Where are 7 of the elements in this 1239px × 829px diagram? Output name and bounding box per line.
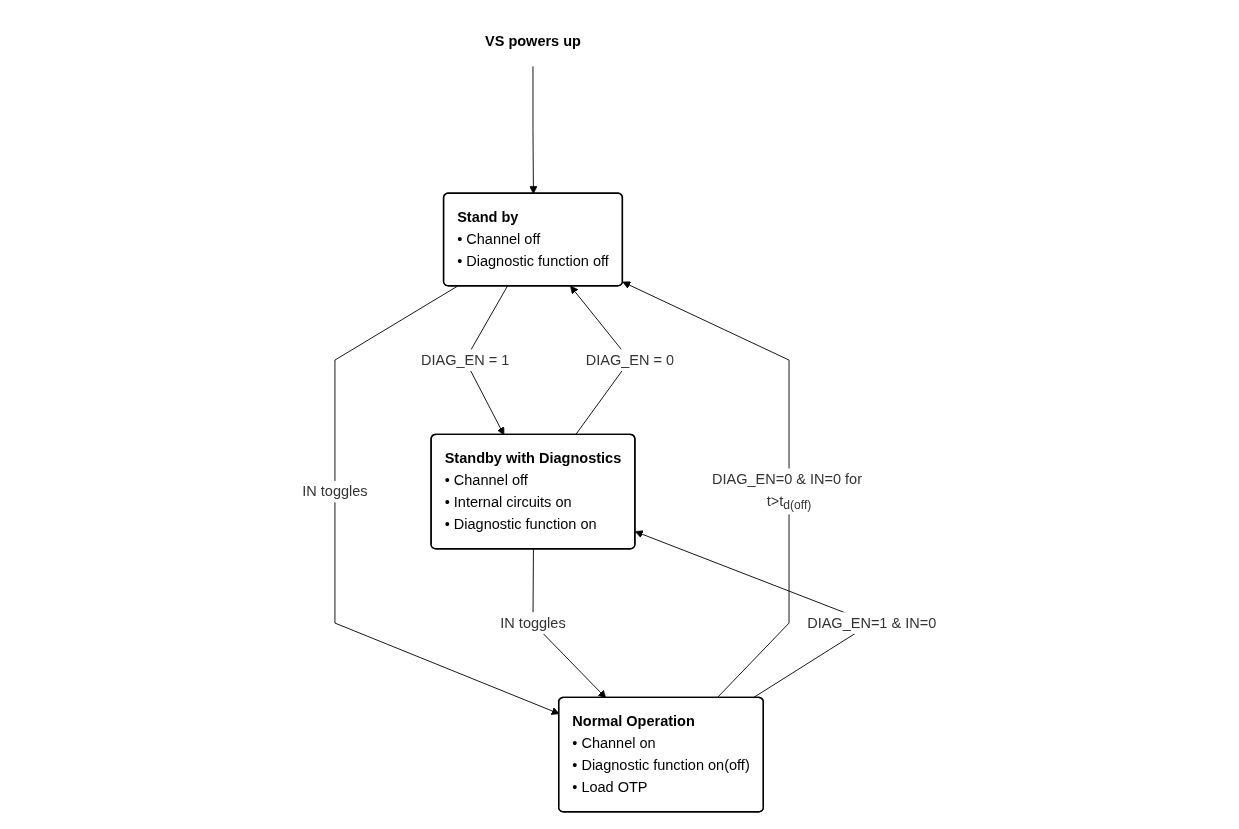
edge-label: DIAG_EN=1 & IN=0 (807, 614, 937, 631)
edge-label: DIAG_EN = 1 (421, 351, 510, 368)
edge-label: IN toggles (302, 483, 368, 499)
edge-label: DIAG_EN=0 & IN=0 for t>t$_{d(off)}$ (712, 471, 863, 513)
edge-label: DIAG_EN = 0 (585, 351, 675, 368)
edge-label: IN toggles (500, 614, 566, 631)
node-text: VS powers up (485, 33, 582, 50)
